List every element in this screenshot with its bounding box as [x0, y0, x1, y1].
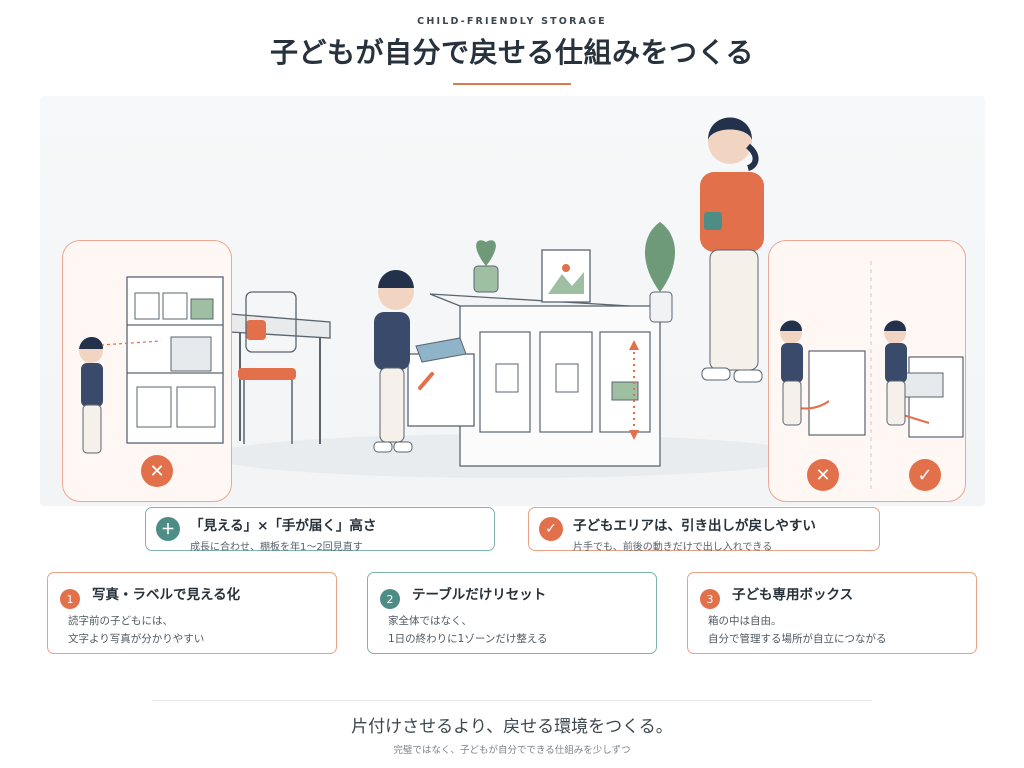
ok-mark: ✓ — [909, 459, 941, 491]
point-title: 写真・ラベルで見える化 — [92, 587, 241, 603]
potted-plant — [473, 240, 499, 293]
point-card-3: 3 子ども専用ボックス 箱の中は自由。 自分で管理する場所が自立につながる — [687, 572, 977, 654]
number-badge: 1 — [60, 589, 80, 609]
tip-title: 「見える」×「手が届く」高さ — [190, 518, 377, 534]
scene-illustration — [210, 117, 810, 478]
number-badge: 2 — [380, 589, 400, 609]
adult-figure — [700, 117, 764, 383]
drawer-compare-panel: ✕ ✓ — [768, 240, 966, 502]
point-title: 子ども専用ボックス — [732, 587, 854, 603]
tagline: 片付けさせるより、戻せる環境をつくる。 — [351, 717, 673, 737]
pulled-drawer — [407, 337, 475, 427]
picture-frame — [541, 249, 591, 303]
point-line: 家全体ではなく、 — [388, 615, 472, 627]
illustration-scene: ✕ ✕ ✓ — [40, 96, 985, 506]
title-underline — [453, 83, 571, 85]
eyebrow: CHILD-FRIENDLY STORAGE — [417, 16, 607, 27]
chair — [238, 291, 297, 444]
ng-panel-shelf: ✕ — [62, 240, 232, 502]
tall-shelf-illustration — [79, 276, 224, 454]
point-line: 1日の終わりに1ゾーンだけ整える — [388, 633, 548, 645]
number-badge: 3 — [700, 589, 720, 609]
tip-desc: 成長に合わせ、棚板を年1〜2回見直す — [190, 542, 363, 553]
page-title: 子どもが自分で戻せる仕組みをつくる — [270, 36, 754, 69]
tip-desc: 片手でも、前後の動きだけで出し入れできる — [573, 542, 773, 553]
drawer-compare-illustration — [780, 261, 964, 491]
point-line: 読字前の子どもには、 — [68, 615, 173, 627]
tagline-sub: 完璧ではなく、子どもが自分でできる仕組みを少しずつ — [393, 745, 631, 756]
ng-mark-right: ✕ — [807, 459, 839, 491]
point-title: テーブルだけリセット — [412, 587, 547, 603]
check-icon: ✓ — [539, 517, 563, 541]
point-line: 文字より写真が分かりやすい — [68, 633, 205, 645]
tip-title: 子どもエリアは、引き出しが戻しやすい — [573, 518, 816, 534]
tip-card-drawer: ✓ 子どもエリアは、引き出しが戻しやすい 片手でも、前後の動きだけで出し入れでき… — [528, 507, 880, 553]
point-card-1: 1 写真・ラベルで見える化 読字前の子どもには、 文字より写真が分かりやすい — [47, 572, 337, 654]
ng-mark: ✕ — [141, 455, 173, 487]
point-line: 箱の中は自由。 — [708, 615, 782, 627]
child-figure — [373, 270, 414, 453]
footer-divider — [152, 700, 872, 701]
point-card-2: 2 テーブルだけリセット 家全体ではなく、 1日の終わりに1ゾーンだけ整える — [367, 572, 657, 654]
tall-plant — [645, 222, 675, 323]
tip-card-height: ＋ 「見える」×「手が届く」高さ 成長に合わせ、棚板を年1〜2回見直す — [145, 507, 495, 553]
dining-table — [229, 313, 331, 444]
plus-icon: ＋ — [156, 517, 180, 541]
point-line: 自分で管理する場所が自立につながる — [708, 633, 887, 645]
storage-cabinet — [429, 293, 661, 467]
